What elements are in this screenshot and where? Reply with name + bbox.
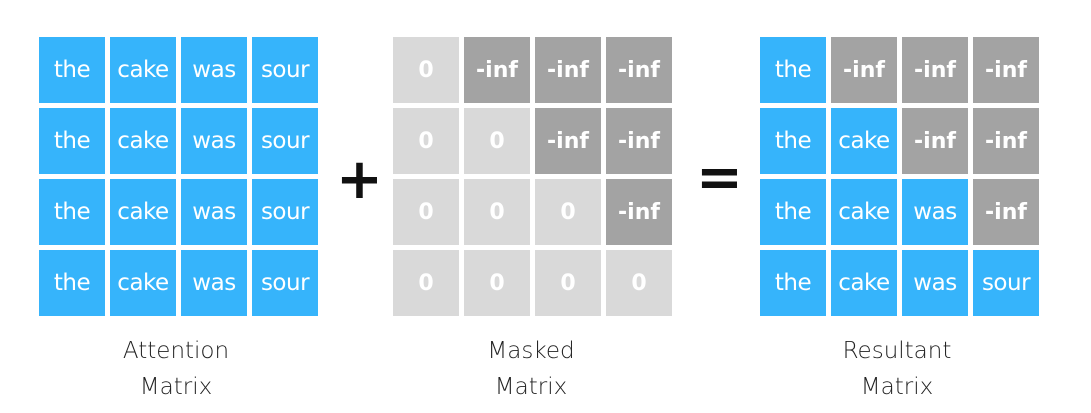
matrix-cell: -inf xyxy=(973,108,1039,174)
matrix-cell: -inf xyxy=(973,179,1039,245)
matrix-cell: the xyxy=(39,37,105,103)
matrix-cell: was xyxy=(181,179,247,245)
matrix-cell: -inf xyxy=(606,179,672,245)
matrix-cell: the xyxy=(760,37,826,103)
matrix-cell: the xyxy=(760,250,826,316)
matrix-cell: the xyxy=(760,179,826,245)
matrix-cell: was xyxy=(181,250,247,316)
matrix-cell: the xyxy=(39,108,105,174)
matrix-cell: cake xyxy=(831,108,897,174)
matrix-cell: -inf xyxy=(606,108,672,174)
matrix-cell: 0 xyxy=(393,250,459,316)
matrix-cell: 0 xyxy=(535,179,601,245)
equals-operator: = xyxy=(696,145,743,210)
matrix-cell: -inf xyxy=(902,37,968,103)
masked-matrix-label: Masked Matrix xyxy=(391,333,671,405)
matrix-cell: sour xyxy=(252,179,318,245)
matrix-cell: cake xyxy=(110,108,176,174)
label-line: Matrix xyxy=(139,374,213,400)
matrix-cell: cake xyxy=(110,179,176,245)
matrix-cell: was xyxy=(181,37,247,103)
matrix-cell: sour xyxy=(252,250,318,316)
label-line: Masked xyxy=(487,338,575,364)
matrix-cell: cake xyxy=(831,179,897,245)
matrix-cell: 0 xyxy=(393,37,459,103)
matrix-cell: -inf xyxy=(973,37,1039,103)
matrix-cell: sour xyxy=(252,37,318,103)
plus-operator: + xyxy=(336,147,383,212)
resultant-matrix-label: Resultant Matrix xyxy=(757,333,1037,405)
matrix-cell: -inf xyxy=(606,37,672,103)
matrix-cell: 0 xyxy=(393,179,459,245)
matrix-cell: cake xyxy=(110,37,176,103)
label-line: Resultant xyxy=(842,338,952,364)
matrix-cell: was xyxy=(902,179,968,245)
matrix-cell: -inf xyxy=(535,37,601,103)
matrix-cell: was xyxy=(181,108,247,174)
matrix-cell: cake xyxy=(831,250,897,316)
matrix-cell: 0 xyxy=(535,250,601,316)
label-line: Matrix xyxy=(494,374,568,400)
matrix-cell: 0 xyxy=(464,250,530,316)
matrix-cell: -inf xyxy=(535,108,601,174)
attention-matrix-label: Attention Matrix xyxy=(36,333,316,405)
matrix-cell: cake xyxy=(110,250,176,316)
matrix-cell: -inf xyxy=(464,37,530,103)
matrix-cell: -inf xyxy=(902,108,968,174)
matrix-cell: sour xyxy=(973,250,1039,316)
label-line: Matrix xyxy=(860,374,934,400)
matrix-cell: the xyxy=(760,108,826,174)
matrix-cell: 0 xyxy=(464,179,530,245)
matrix-cell: 0 xyxy=(606,250,672,316)
matrix-cell: -inf xyxy=(831,37,897,103)
matrix-cell: was xyxy=(902,250,968,316)
matrix-cell: 0 xyxy=(464,108,530,174)
label-line: Attention xyxy=(122,338,230,364)
matrix-cell: the xyxy=(39,250,105,316)
matrix-cell: the xyxy=(39,179,105,245)
matrix-cell: 0 xyxy=(393,108,459,174)
matrix-cell: sour xyxy=(252,108,318,174)
